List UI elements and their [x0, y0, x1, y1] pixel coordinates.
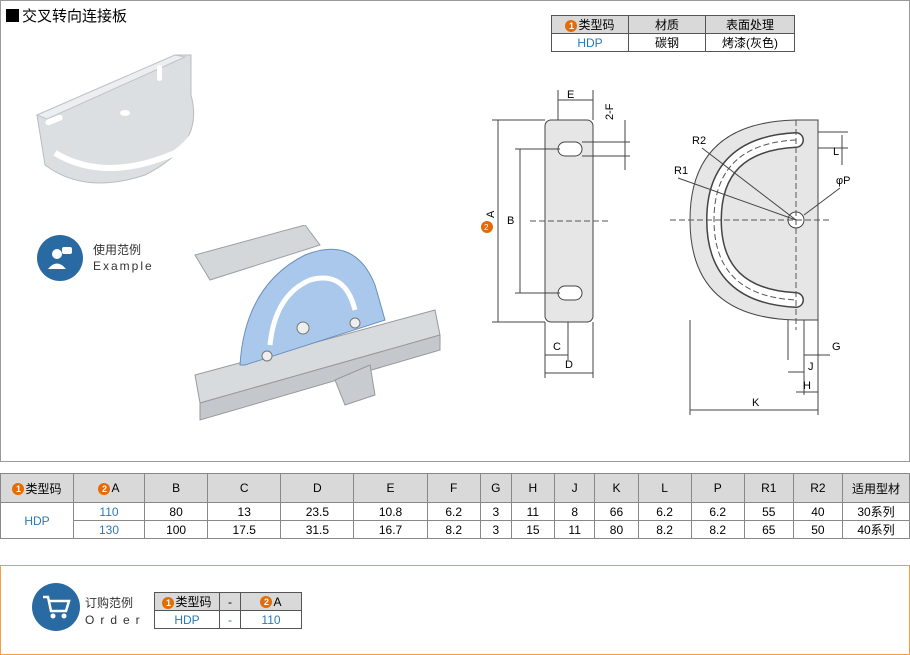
page-title: 交叉转向连接板: [6, 5, 127, 26]
order-header-dash: -: [219, 592, 241, 611]
label-l: L: [833, 146, 839, 158]
label-b: B: [507, 215, 514, 227]
number-2-icon: 2: [260, 596, 273, 609]
use-example-en: Example: [93, 259, 154, 273]
table-row: HDP 110 80 13 23.5 10.8 6.2 3 11 8 66 6.…: [0, 502, 910, 539]
spec-header-c: C: [207, 473, 282, 503]
label-a: A: [485, 210, 497, 218]
order-example-cn: 订购范例: [85, 596, 134, 610]
product-image: [35, 54, 206, 184]
label-f: 2-F: [604, 103, 616, 120]
order-cell-type: HDP: [154, 610, 220, 629]
user-icon: [37, 235, 83, 281]
order-cell-a: 110: [240, 610, 302, 629]
spec-type-code: HDP: [0, 502, 74, 539]
number-1-icon: 1: [162, 596, 175, 609]
label-p: φP: [836, 175, 850, 187]
label-e: E: [567, 89, 574, 101]
order-example-en: Order: [85, 613, 146, 627]
label-j: J: [808, 361, 814, 373]
spec-header-b: B: [143, 473, 209, 503]
label-h: H: [803, 380, 811, 392]
number-2-icon: [481, 221, 493, 233]
number-1-icon: 1: [12, 483, 25, 496]
spec-header-d: D: [280, 473, 355, 503]
number-1-icon: 1: [565, 19, 578, 32]
cell-type-code: HDP: [551, 33, 629, 52]
order-cell-dash: -: [219, 610, 241, 629]
label-d: D: [565, 359, 573, 371]
label-r1: R1: [674, 165, 688, 177]
label-k: K: [752, 397, 760, 409]
spec-header-profile: 适用型材: [842, 473, 910, 503]
spec-header-l: L: [637, 473, 692, 503]
spec-header-r2: R2: [792, 473, 844, 503]
cell-material: 碳钢: [628, 33, 706, 52]
application-image: [194, 225, 441, 421]
spec-header-g: G: [479, 473, 512, 503]
spec-header-h: H: [510, 473, 555, 503]
spec-header-p: P: [690, 473, 745, 503]
spec-header-k: K: [594, 473, 639, 503]
spec-header-e: E: [353, 473, 428, 503]
label-r2: R2: [692, 135, 706, 147]
header-material: 材质: [628, 15, 706, 34]
title-square-icon: [6, 9, 19, 22]
technical-drawing: E 2-F 2 A B C D R2 R1 L φP G J H K: [481, 89, 850, 415]
number-2-icon: 2: [98, 482, 111, 495]
spec-header-r1: R1: [743, 473, 794, 503]
cell-surface: 烤漆(灰色): [705, 33, 795, 52]
use-example-cn: 使用范例: [93, 243, 142, 257]
spec-header-f: F: [426, 473, 481, 503]
use-example-label: 使用范例 Example: [37, 235, 154, 281]
svg-text:2: 2: [484, 223, 489, 232]
table-row: 130 100 17.5 31.5 16.7 8.2 3 15 11 80 8.…: [1, 520, 910, 539]
header-surface: 表面处理: [705, 15, 795, 34]
label-g: G: [832, 341, 841, 353]
cart-icon: [32, 583, 80, 631]
spec-header-j: J: [553, 473, 596, 503]
label-c: C: [553, 341, 561, 353]
